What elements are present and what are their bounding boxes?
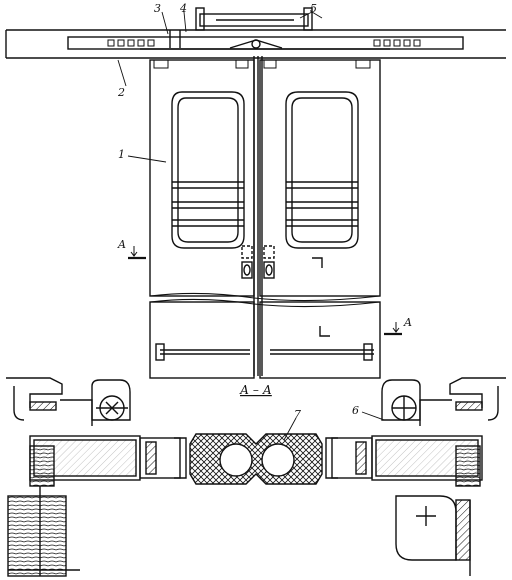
- center-joint: [253, 56, 263, 376]
- door-panel-section-right: [325, 437, 373, 479]
- rail-bolt-holes-left: [107, 39, 155, 47]
- callout-6: 6: [352, 404, 359, 417]
- door-bottom-right: [259, 301, 381, 379]
- callout-5: 5: [310, 2, 317, 15]
- callout-2: 2: [117, 86, 125, 99]
- section-label-left: A: [117, 238, 126, 251]
- section-aa-right-frame: [371, 377, 506, 576]
- door-leaf-left: [149, 59, 255, 297]
- section-marker-left: [128, 246, 146, 260]
- callout-7: 7: [294, 408, 301, 421]
- rail-bolt-holes-right: [373, 39, 421, 47]
- drive-mechanism: [169, 7, 313, 49]
- callout-1: 1: [118, 148, 125, 161]
- callout-4: 4: [179, 2, 187, 15]
- section-marker-right: [384, 322, 402, 336]
- leader-lines: [117, 11, 385, 441]
- callout-3: 3: [154, 2, 161, 15]
- section-label-right: A: [403, 316, 412, 329]
- door-bottom-left: [149, 301, 255, 379]
- top-rail: [5, 29, 506, 59]
- door-panel-section-left: [139, 437, 187, 479]
- section-aa-left-frame: [6, 377, 141, 577]
- rubber-seal-profile: [189, 433, 323, 485]
- section-title: А – А: [239, 383, 272, 397]
- door-leaf-right: [259, 59, 381, 297]
